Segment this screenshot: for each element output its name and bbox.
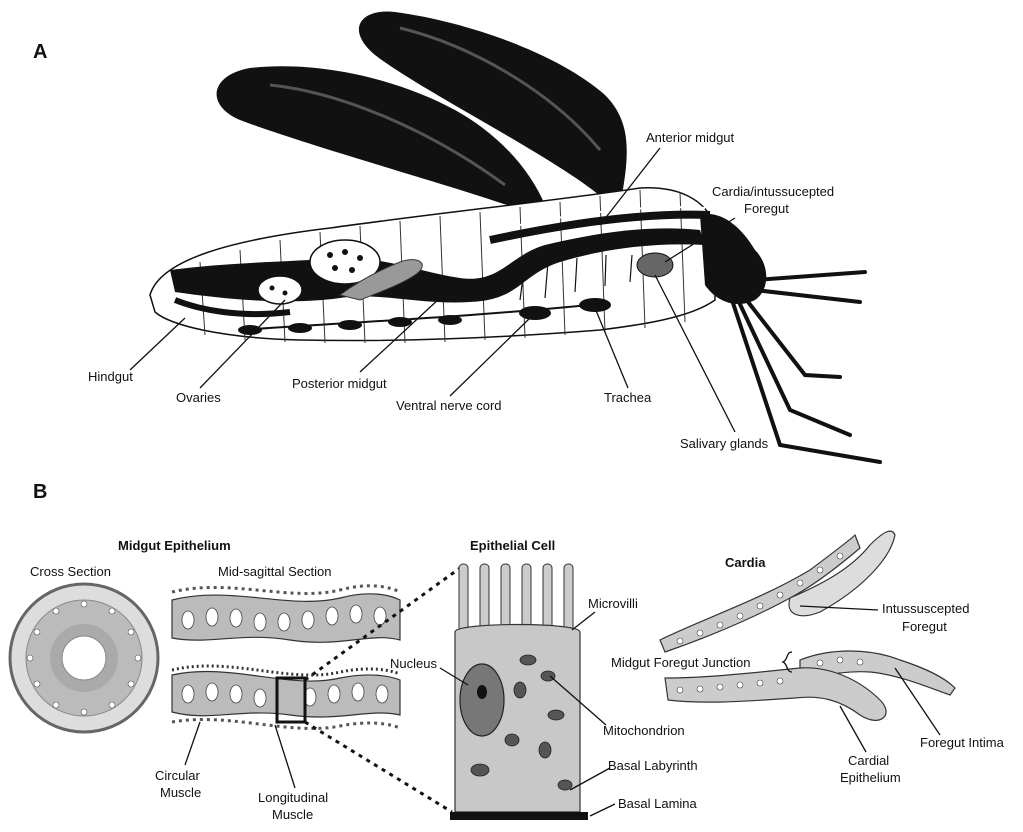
- salivary-gland-illustration: [637, 253, 673, 277]
- basal-lamina-bar: [450, 812, 588, 820]
- cross-section-title: Cross Section: [30, 564, 111, 579]
- panel-a-label: A: [33, 41, 47, 63]
- label-trachea: Trachea: [604, 390, 652, 405]
- label-intussuscepted-line2: Foregut: [902, 619, 947, 634]
- label-anterior-midgut: Anterior midgut: [646, 130, 735, 145]
- cardia-title: Cardia: [725, 555, 766, 570]
- label-circular-muscle-line1: Circular: [155, 768, 200, 783]
- label-cardia-line1: Cardia/intussucepted: [712, 184, 834, 199]
- label-ovaries: Ovaries: [176, 390, 221, 405]
- label-cardial-epithelium-line1: Cardial: [848, 753, 889, 768]
- label-mitochondrion: Mitochondrion: [603, 723, 685, 738]
- mid-sagittal-section-title: Mid-sagittal Section: [218, 564, 331, 579]
- label-longitudinal-muscle-line2: Muscle: [272, 807, 313, 822]
- mosquito-body-illustration: [150, 12, 880, 462]
- panel-b-label: B: [33, 481, 47, 503]
- label-posterior-midgut: Posterior midgut: [292, 376, 387, 391]
- label-nucleus: Nucleus: [390, 656, 437, 671]
- label-intussuscepted-line1: Intussuscepted: [882, 601, 969, 616]
- label-circular-muscle-line2: Muscle: [160, 785, 201, 800]
- label-longitudinal-muscle-line1: Longitudinal: [258, 790, 328, 805]
- label-midgut-foregut-junction: Midgut Foregut Junction: [611, 655, 750, 670]
- label-foregut-intima: Foregut Intima: [920, 735, 1005, 750]
- label-cardial-epithelium-line2: Epithelium: [840, 770, 901, 785]
- label-hindgut: Hindgut: [88, 369, 133, 384]
- label-microvilli: Microvilli: [588, 596, 638, 611]
- label-cardia-line2: Foregut: [744, 201, 789, 216]
- epithelial-cell-title: Epithelial Cell: [470, 538, 555, 553]
- label-salivary-glands: Salivary glands: [680, 436, 769, 451]
- label-basal-labyrinth: Basal Labyrinth: [608, 758, 698, 773]
- cross-section-illustration: [10, 584, 158, 732]
- midgut-epithelium-title: Midgut Epithelium: [118, 538, 231, 553]
- label-basal-lamina: Basal Lamina: [618, 796, 698, 811]
- mid-sagittal-illustration: [172, 568, 460, 812]
- label-ventral-nerve-cord: Ventral nerve cord: [396, 398, 502, 413]
